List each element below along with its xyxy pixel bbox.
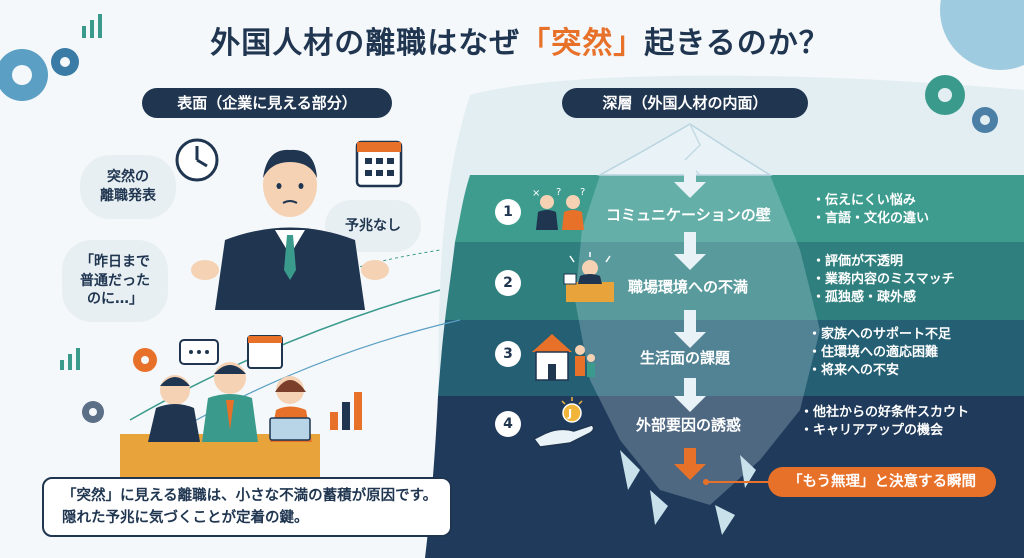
deep-heading: 深層（外国人材の内面） [562, 88, 808, 118]
layer-4-bullets: 他社からの好条件スカウト キャリアアップの機会 [800, 404, 969, 440]
list-item: 将来への不安 [808, 362, 951, 380]
list-item: 評価が不透明 [812, 253, 955, 271]
laptop-icon [269, 417, 311, 441]
hand-coin-icon: J [532, 397, 595, 448]
chat-bubble-icon [179, 339, 219, 365]
layer-1-bullets: 伝えにくい悩み 言語・文化の違い [812, 192, 929, 228]
list-item: 言語・文化の違い [812, 210, 929, 228]
svg-text:J: J [567, 407, 572, 420]
list-item: 伝えにくい悩み [812, 192, 929, 210]
svg-text:?: ? [580, 187, 585, 198]
layer-2-number: 2 [495, 270, 521, 296]
list-item: キャリアアップの機会 [800, 422, 969, 440]
conclusion-box: 「突然」に見える離職は、小さな不満の蓄積が原因です。 隠れた予兆に気づくことが定… [42, 477, 452, 537]
layer-4-label: 外部要因の誘惑 [636, 416, 742, 434]
layer-2-bullets: 評価が不透明 業務内容のミスマッチ 孤独感・疎外感 [812, 253, 955, 307]
calendar-icon [355, 140, 403, 188]
bubble-yesterday-normal: 「昨日まで普通だったのに…」 [62, 240, 168, 322]
decision-moment-badge: 「もう無理」と決意する瞬間 [768, 467, 996, 497]
layer-3-bullets: 家族へのサポート不足 住環境への適応困難 将来への不安 [808, 326, 951, 380]
list-item: 家族へのサポート不足 [808, 326, 951, 344]
surface-heading: 表面（企業に見える部分） [142, 88, 392, 118]
team-meeting-illustration [120, 335, 320, 478]
list-item: 業務内容のミスマッチ [812, 271, 955, 289]
title-accent: 「突然」 [520, 26, 645, 61]
decision-arrow [674, 448, 706, 480]
conclusion-line-1: 「突然」に見える離職は、小さな不満の蓄積が原因です。 [62, 488, 438, 504]
list-item: 孤独感・疎外感 [812, 289, 955, 307]
layer-3-number: 3 [495, 341, 521, 367]
two-people-confused-icon: ×?? [532, 187, 585, 230]
calendar-small-icon [247, 335, 283, 369]
bubble-sudden-announcement: 突然の離職発表 [80, 155, 176, 219]
layer-2-label: 職場環境への不満 [628, 278, 749, 296]
house-family-icon [532, 334, 595, 381]
list-item: 他社からの好条件スカウト [800, 404, 969, 422]
svg-text:?: ? [556, 187, 561, 198]
layer-4-number: 4 [495, 411, 521, 437]
layer-1-number: 1 [495, 199, 521, 225]
flow-arrows [674, 160, 706, 480]
surprised-businessman-illustration [175, 138, 403, 310]
conclusion-line-2: 隠れた予兆に気づくことが定着の鍵。 [62, 510, 309, 526]
stressed-worker-icon [563, 252, 614, 302]
page-title: 外国人材の離職はなぜ「突然」起きるのか？ [210, 26, 830, 61]
layer-3-label: 生活面の課題 [640, 349, 731, 367]
list-item: 住環境への適応困難 [808, 344, 951, 362]
svg-text:×: × [532, 188, 540, 199]
decision-connector [703, 479, 770, 485]
layer-1-label: コミュニケーションの壁 [606, 206, 771, 224]
